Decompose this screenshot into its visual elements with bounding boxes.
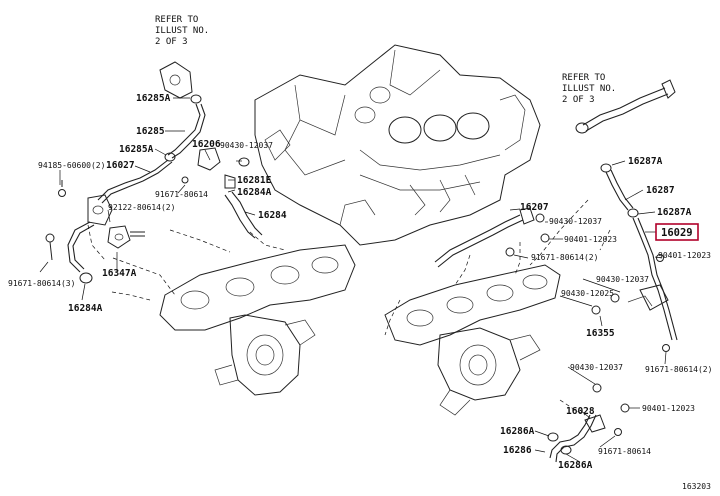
callout-90430-12037-c[interactable]: 90430-12037 xyxy=(596,275,649,284)
left-oil-lines-drawing xyxy=(45,61,263,284)
callout-16281E[interactable]: 16281E xyxy=(237,175,272,186)
refer-note-right-line-1: REFER TO xyxy=(562,73,605,83)
callout-16206[interactable]: 16206 xyxy=(192,139,221,150)
highlight-box-16029 xyxy=(655,223,699,241)
callout-90430-12025[interactable]: 90430-12025 xyxy=(561,289,614,298)
callout-91671-80614-b[interactable]: 91671-80614(3) xyxy=(8,279,75,288)
callout-16347A[interactable]: 16347A xyxy=(102,268,137,279)
callout-16355[interactable]: 16355 xyxy=(586,328,615,339)
diagram-code: 163203 xyxy=(682,482,711,491)
refer-note-left-line-3: 2 OF 3 xyxy=(155,37,188,47)
callout-16207[interactable]: 16207 xyxy=(520,202,549,213)
callout-91671-80614-a[interactable]: 91671-80614 xyxy=(155,190,208,199)
callout-90430-12037-b[interactable]: 90430-12037 xyxy=(549,217,602,226)
callout-16028[interactable]: 16028 xyxy=(566,406,595,417)
callout-16286A[interactable]: 16286A xyxy=(500,426,535,437)
callout-16286[interactable]: 16286 xyxy=(503,445,532,456)
dashed-guides xyxy=(87,199,611,416)
callout-16029-highlighted[interactable]: 16029 xyxy=(661,227,693,239)
right-manifold-turbo-drawing xyxy=(384,264,561,416)
callout-16284A-low[interactable]: 16284A xyxy=(68,303,103,314)
callout-16284A[interactable]: 16284A xyxy=(237,187,272,198)
callout-16285A-top[interactable]: 16285A xyxy=(136,93,171,104)
refer-note-left-line-2: ILLUST NO. xyxy=(155,26,209,36)
callout-90401-12023-c[interactable]: 90401-12023 xyxy=(642,404,695,413)
callout-94185-60600[interactable]: 94185-60600(2) xyxy=(38,161,105,170)
right-oil-lines-drawing xyxy=(434,79,678,463)
callout-16285A-mid[interactable]: 16285A xyxy=(119,144,154,155)
refer-note-right-line-2: ILLUST NO. xyxy=(562,84,616,94)
callout-90430-12037-d[interactable]: 90430-12037 xyxy=(570,363,623,372)
callout-90430-12037-a[interactable]: 90430-12037 xyxy=(220,141,273,150)
callout-92122-80614[interactable]: 92122-80614(2) xyxy=(108,203,175,212)
callout-91671-80614-e[interactable]: 91671-80614 xyxy=(598,447,651,456)
callout-16286A-low[interactable]: 16286A xyxy=(558,460,593,471)
refer-note-right-line-3: 2 OF 3 xyxy=(562,95,595,105)
callout-16287[interactable]: 16287 xyxy=(646,185,675,196)
leader-lines xyxy=(39,97,667,463)
callout-16285[interactable]: 16285 xyxy=(136,126,165,137)
left-manifold-turbo-drawing xyxy=(159,244,356,396)
engine-block-drawing xyxy=(254,44,541,246)
callout-16287A-top[interactable]: 16287A xyxy=(628,156,663,167)
callout-16287A-mid[interactable]: 16287A xyxy=(657,207,692,218)
callout-90401-12023-b[interactable]: 90401-12023 xyxy=(658,251,711,260)
callout-16027[interactable]: 16027 xyxy=(106,160,135,171)
callout-91671-80614-d[interactable]: 91671-80614(2) xyxy=(645,365,712,374)
refer-note-left-line-1: REFER TO xyxy=(155,15,198,25)
callout-16284[interactable]: 16284 xyxy=(258,210,287,221)
callout-91671-80614-c[interactable]: 91671-80614(2) xyxy=(531,253,598,262)
callout-90401-12023-a[interactable]: 90401-12023 xyxy=(564,235,617,244)
